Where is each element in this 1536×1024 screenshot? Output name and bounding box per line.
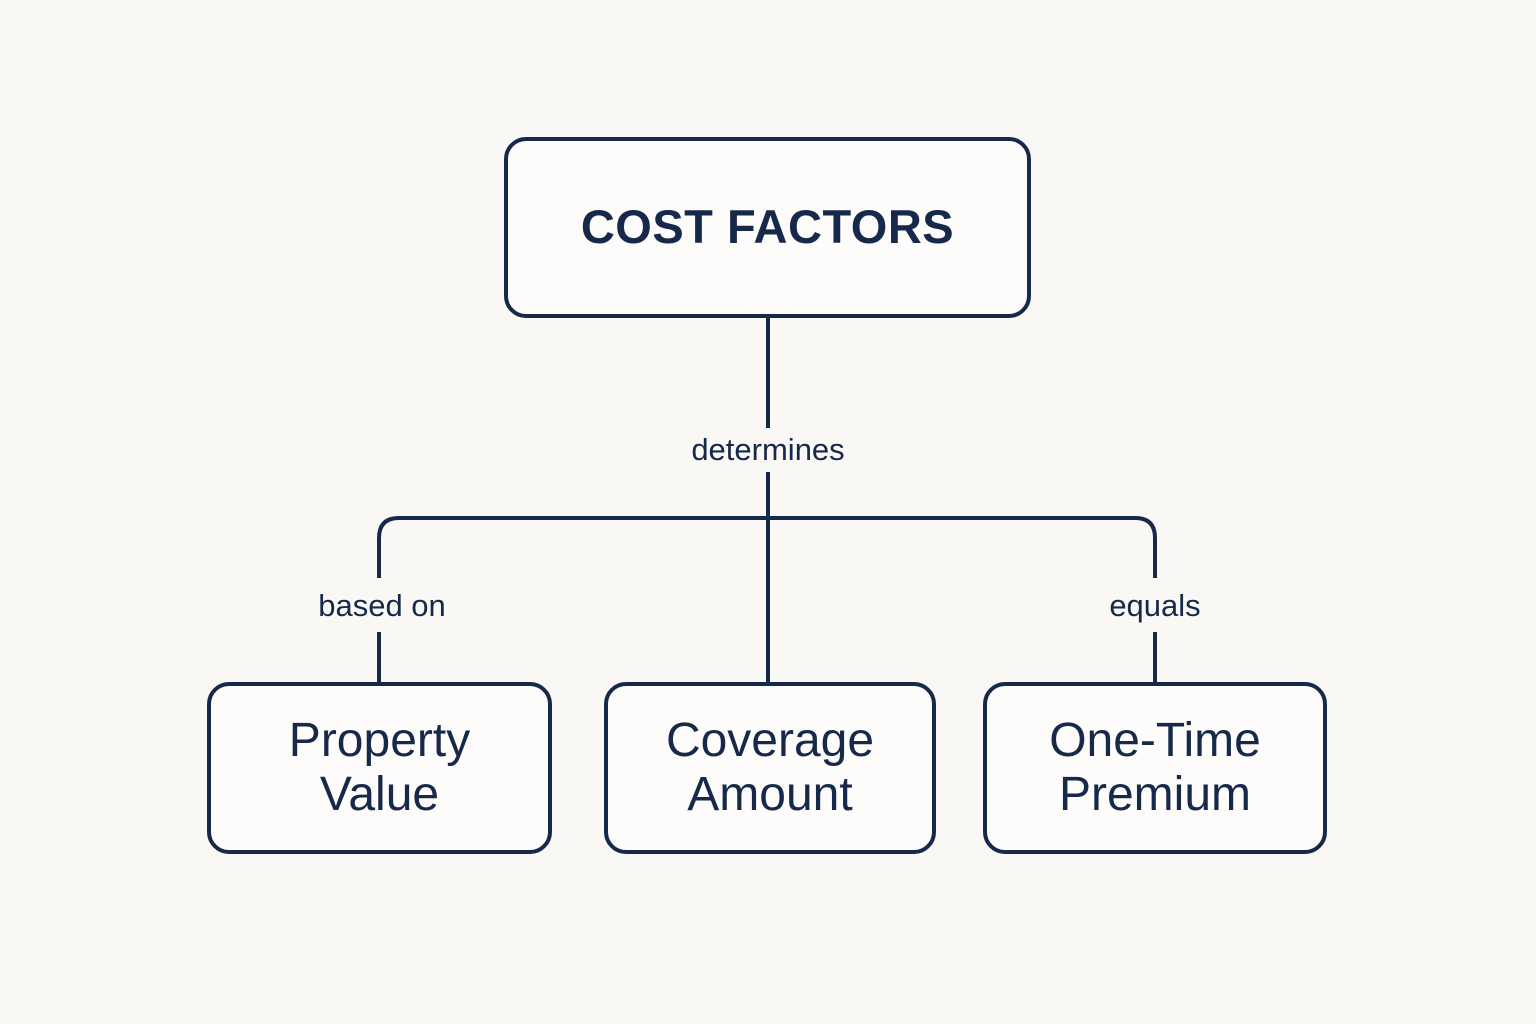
edge-label-equals: equals xyxy=(1099,588,1211,624)
node-one-time-premium-label: One-Time Premium xyxy=(1049,714,1261,821)
connector-distribution-bar xyxy=(377,516,1157,578)
node-property-value-label: Property Value xyxy=(288,714,471,821)
edge-label-determines: determines xyxy=(681,432,855,468)
edge-label-based-on: based on xyxy=(308,588,456,624)
node-property-value[interactable]: Property Value xyxy=(207,682,552,854)
node-coverage-amount[interactable]: Coverage Amount xyxy=(604,682,936,854)
node-cost-factors-label: COST FACTORS xyxy=(580,200,955,254)
node-cost-factors[interactable]: COST FACTORS xyxy=(504,137,1031,318)
node-coverage-amount-label: Coverage Amount xyxy=(665,714,875,821)
node-one-time-premium[interactable]: One-Time Premium xyxy=(983,682,1327,854)
